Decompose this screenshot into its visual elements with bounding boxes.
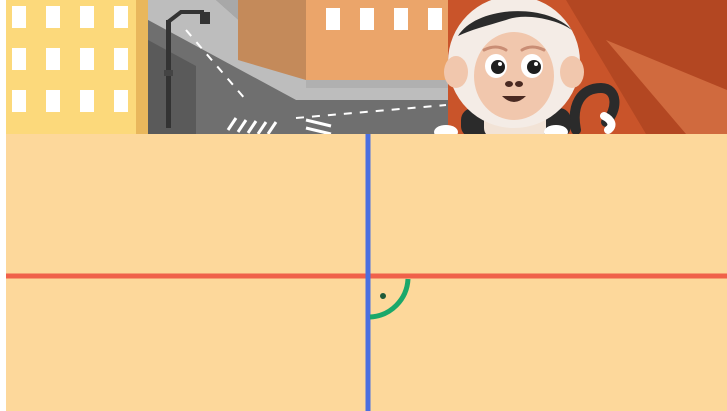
animation-frame (6, 0, 727, 411)
scene-canvas (6, 0, 727, 411)
city-backdrop (6, 0, 727, 139)
right-angle-dot (380, 293, 386, 299)
yellow-building (6, 0, 148, 134)
